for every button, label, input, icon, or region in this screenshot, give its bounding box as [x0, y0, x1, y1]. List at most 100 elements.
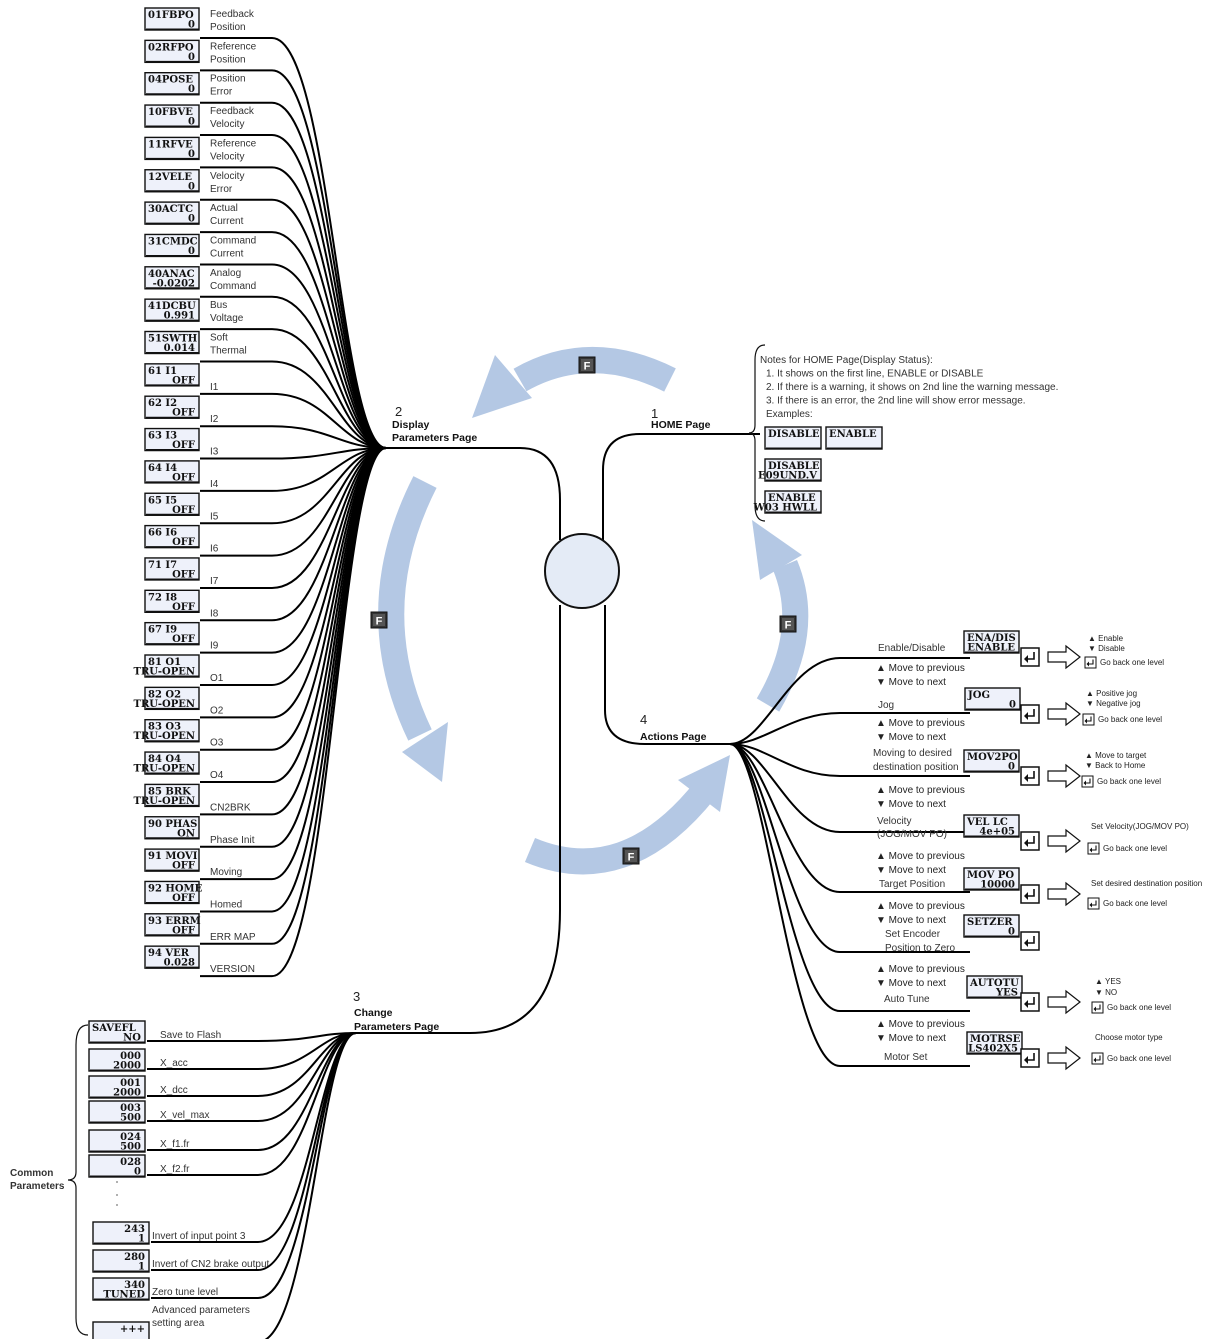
home-page-heading[interactable]: 1 HOME Page — [651, 406, 711, 431]
display-param-lcd[interactable]: 40ANAC-0.0202 — [144, 266, 200, 290]
display-page-heading[interactable]: 2 Display Parameters Page — [392, 404, 477, 444]
svg-text:HOME Page: HOME Page — [651, 419, 711, 431]
enter-key-icon[interactable] — [1020, 1048, 1040, 1068]
actions-page-heading[interactable]: 4 Actions Page — [640, 712, 707, 743]
change-param-lcd[interactable]: +++ — [92, 1321, 150, 1339]
enter-key-icon[interactable] — [1020, 931, 1040, 951]
enter-key-icon[interactable] — [1020, 884, 1040, 904]
enter-key-icon[interactable] — [1020, 704, 1040, 724]
lcd-line1: 62 I2 — [148, 398, 177, 409]
ellipsis-dot — [116, 1204, 118, 1206]
enter-key-icon[interactable] — [1020, 992, 1040, 1012]
enter-key-icon[interactable] — [1020, 647, 1040, 667]
lcd-line2: 500 — [120, 1142, 141, 1153]
home-example-lcd[interactable]: ENABLE — [825, 426, 883, 450]
enter-key-icon[interactable] — [1020, 766, 1040, 786]
enter-key-icon[interactable] — [1020, 831, 1040, 851]
nav-hint: ▲ Move to previous▼ Move to next — [876, 663, 965, 688]
change-page-heading[interactable]: 3 Change Parameters Page — [353, 989, 439, 1033]
hub-circle[interactable] — [544, 533, 620, 609]
home-example-lcd[interactable]: DISABLE — [764, 426, 822, 450]
lcd-line1: 001 — [120, 1078, 141, 1089]
lcd-line1: 63 I3 — [148, 431, 177, 442]
